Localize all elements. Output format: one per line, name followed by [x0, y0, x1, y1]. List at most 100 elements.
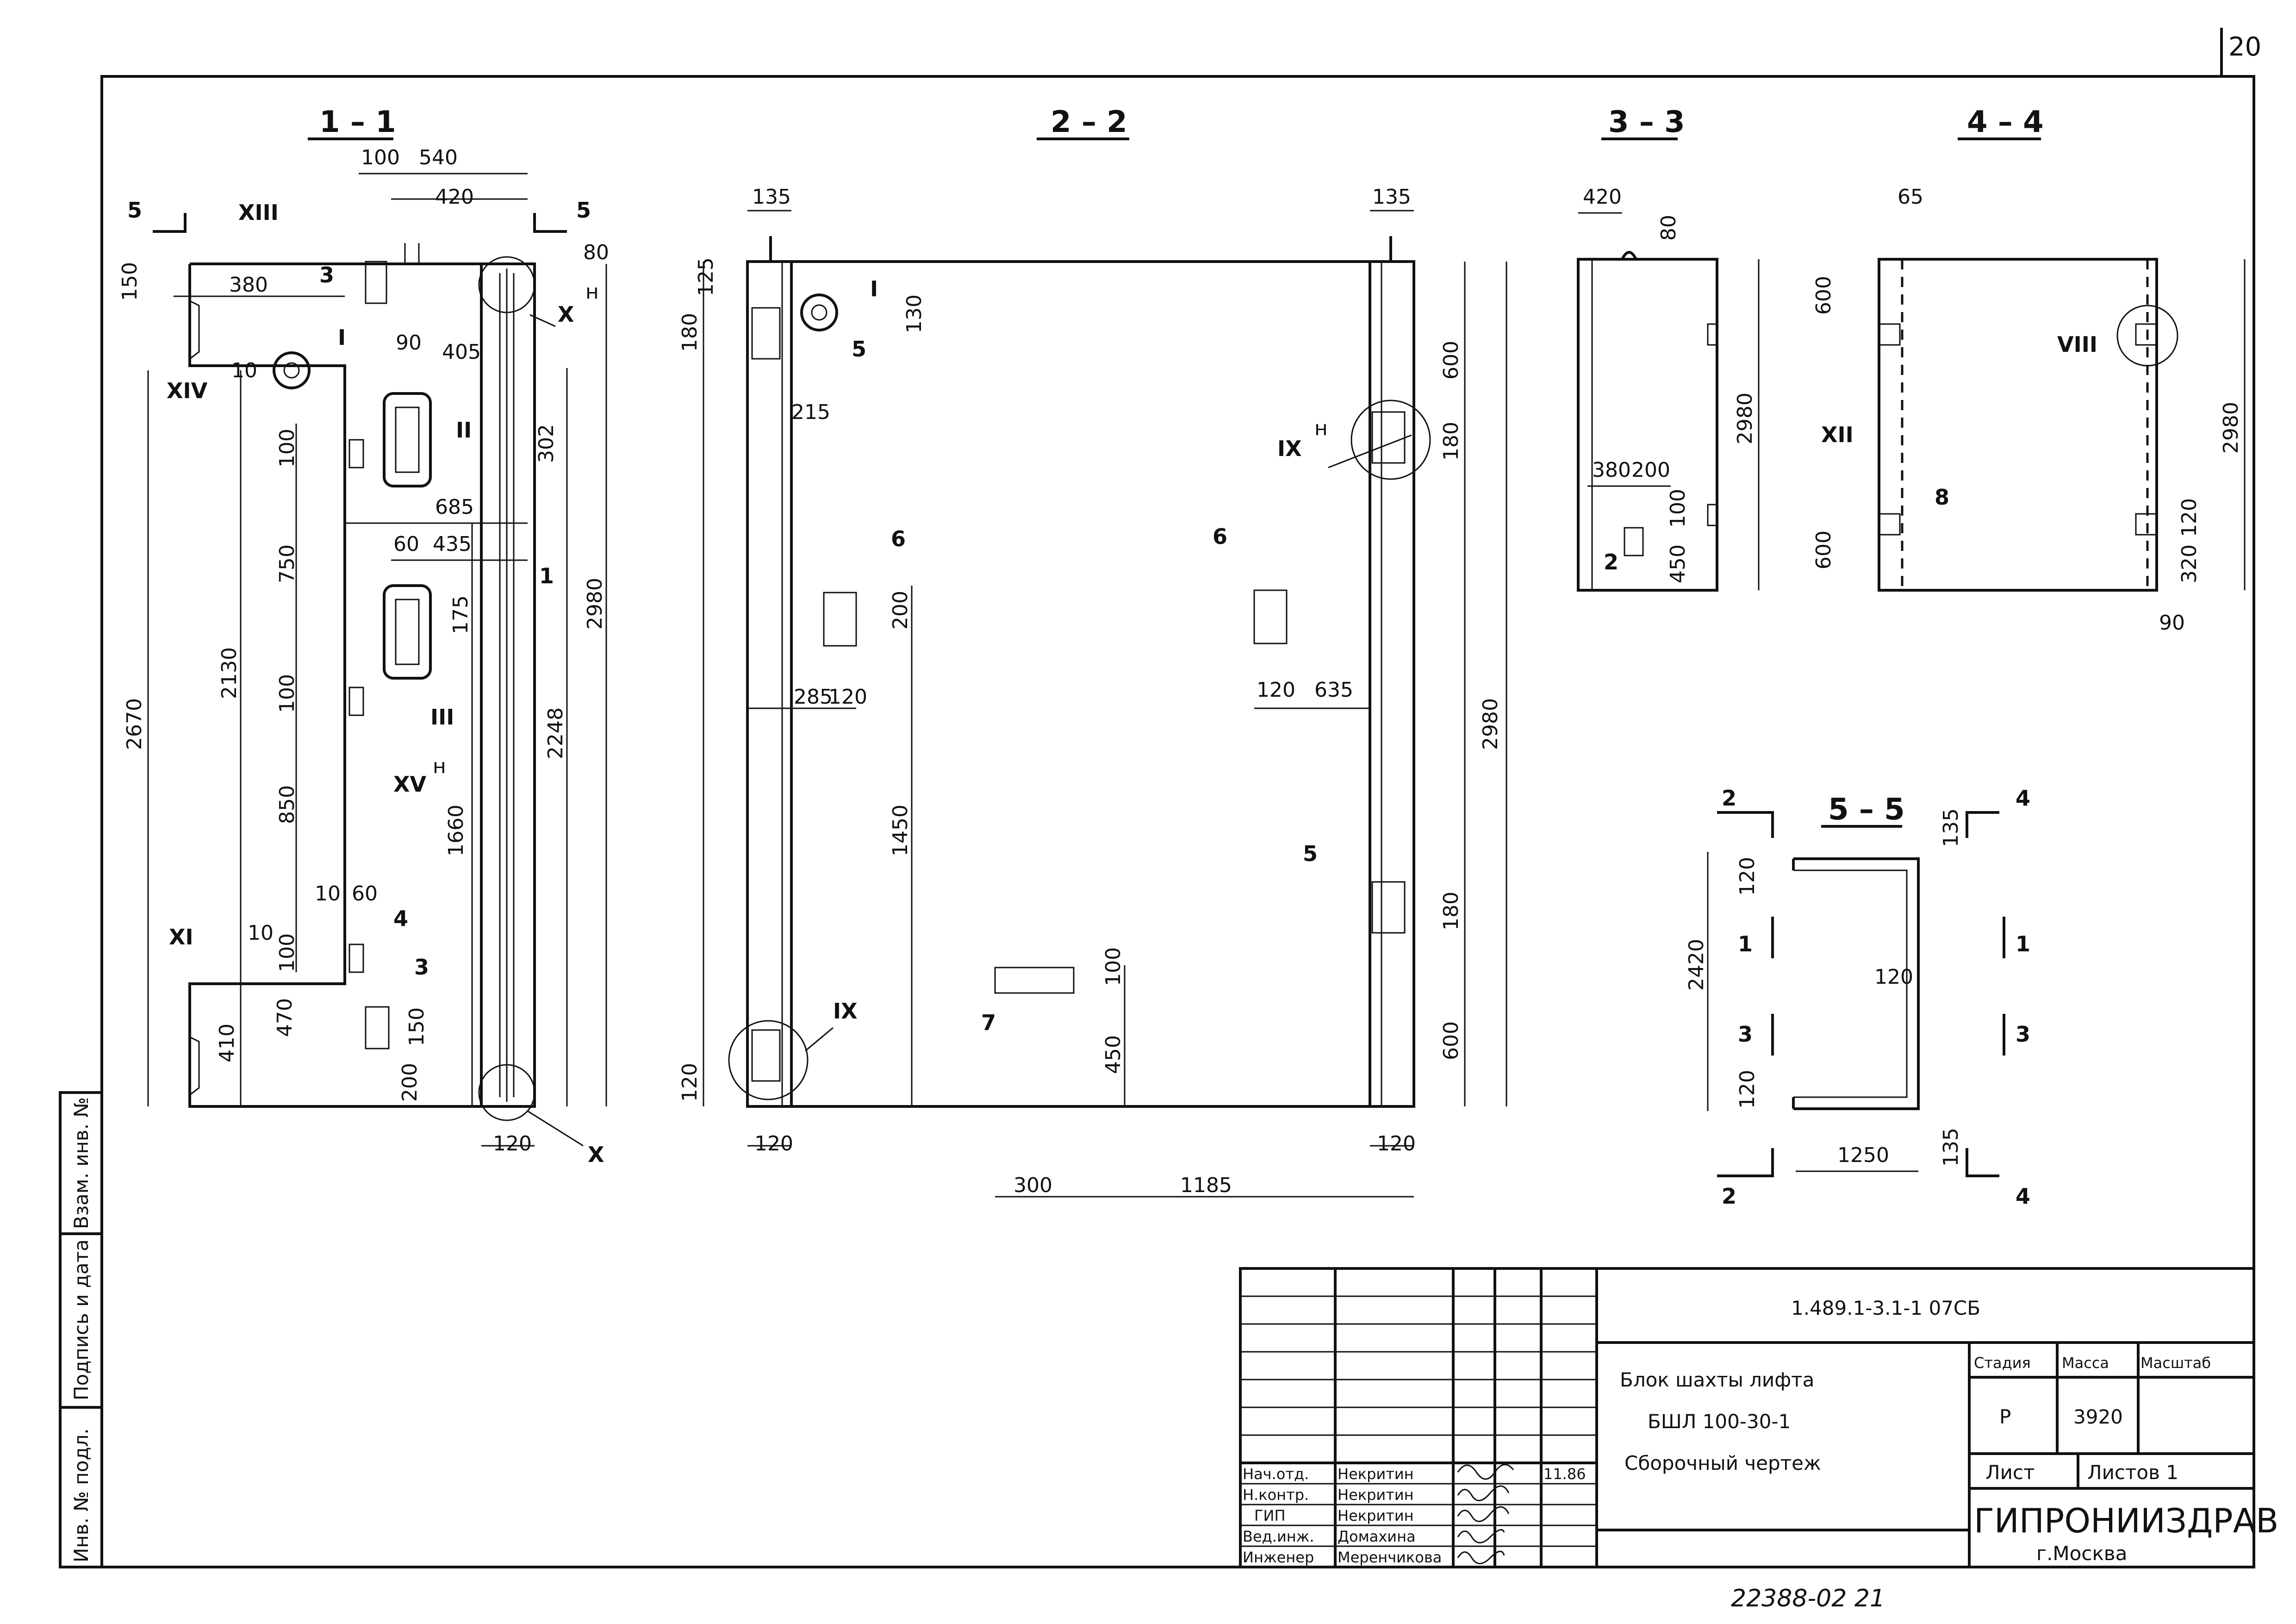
dim: 2670 [123, 698, 146, 750]
section-mark: 3 [1738, 1022, 1753, 1047]
position-mark: 8 [1935, 485, 1949, 510]
dim: 120 [678, 1063, 702, 1102]
node-superscript: н [585, 280, 599, 304]
dim: 685 [435, 495, 474, 519]
staff-name: Меренчикова [1338, 1549, 1442, 1566]
dim: 120 [828, 685, 867, 709]
dim: 302 [535, 424, 558, 463]
node-mark: I [338, 325, 346, 350]
dim: 200 [398, 1063, 422, 1102]
staff-name: Домахина [1338, 1528, 1416, 1545]
mass-header: Масса [2062, 1354, 2109, 1372]
dim: 2980 [583, 578, 607, 630]
position-mark: 3 [414, 955, 429, 980]
dim: 10 [231, 359, 257, 382]
dim: 635 [1314, 678, 1353, 702]
dim: 420 [1583, 185, 1622, 209]
dim: 150 [118, 262, 142, 301]
node-mark: X [588, 1142, 604, 1167]
section-1-1-title: 1 – 1 [319, 105, 396, 139]
dim: 135 [752, 185, 791, 209]
dim: 2980 [1733, 393, 1757, 444]
stage-header: Стадия [1974, 1354, 2031, 1372]
section-mark: 3 [2016, 1022, 2030, 1047]
dim: 100 [361, 146, 400, 169]
section-4-4-title: 4 – 4 [1967, 105, 2044, 139]
staff-role: Инженер [1243, 1549, 1314, 1566]
dim: 320 [2178, 544, 2201, 583]
node-mark: XII [1821, 422, 1854, 447]
dim: 850 [275, 785, 299, 824]
title-block: Нач.отд. Некритин 11.86 Н.контр. Некрити… [1239, 1267, 2278, 1568]
section-5-5: 5 – 5 135 120 2420 120 120 1250 135 2 4 … [1685, 786, 2030, 1209]
staff-date: 11.86 [1543, 1465, 1586, 1483]
section-2-2-title: 2 – 2 [1051, 105, 1127, 139]
dim: 125 [694, 257, 718, 296]
section-2-2: 2 – 2 135 135 125 130 180 [678, 105, 1507, 1198]
section-mark: 4 [2016, 1184, 2030, 1209]
section-mark: 1 [2016, 931, 2030, 956]
signature [1457, 1529, 1505, 1543]
dim: 120 [754, 1132, 793, 1156]
staff-role: Нач.отд. [1243, 1465, 1309, 1483]
dim: 100 [275, 674, 299, 713]
side-stamp: Инв. № подл. Подпись и дата Взам. инв. № [59, 1091, 103, 1568]
section-3-3: 3 – 3 420 80 2980 380 200 100 450 2 [1577, 105, 1760, 592]
dim: 90 [2159, 611, 2185, 635]
dim: 90 [396, 331, 422, 355]
dim: 2420 [1685, 939, 1708, 991]
node-mark: VIII [2057, 332, 2097, 357]
stage-value: Р [1999, 1405, 2011, 1428]
position-mark: 3 [319, 262, 334, 287]
mass-value: 3920 [2073, 1405, 2123, 1428]
dim: 450 [1101, 1035, 1125, 1074]
node-mark: XI [169, 924, 193, 949]
section-4-4: 4 – 4 65 600 2980 600 120 320 90 VIII XI… [1812, 105, 2246, 635]
dim: 420 [435, 185, 474, 209]
signature [1457, 1550, 1505, 1564]
node-mark: I [870, 276, 878, 301]
dim: 150 [405, 1007, 429, 1046]
position-mark: 5 [852, 337, 866, 362]
sheet-header: Лист [1985, 1461, 2035, 1484]
stamp-signature-date: Подпись и дата [70, 1239, 93, 1400]
dim: 600 [1812, 531, 1836, 569]
dim: 450 [1666, 544, 1690, 583]
dim: 435 [433, 532, 472, 556]
dim: 80 [1657, 215, 1680, 241]
section-1-1: 1 – 1 [118, 105, 609, 1167]
dim: 80 [583, 241, 609, 264]
dim: 120 [1736, 1070, 1759, 1109]
dim: 10 [315, 882, 341, 906]
section-mark: 4 [2016, 786, 2030, 811]
dim: 2980 [1479, 698, 1502, 750]
dim: 120 [1377, 1132, 1416, 1156]
dim: 60 [393, 532, 419, 556]
dim: 1185 [1180, 1174, 1232, 1197]
position-mark: 1 [539, 563, 554, 588]
staff-name: Некритин [1338, 1486, 1414, 1504]
signature [1457, 1464, 1514, 1480]
position-mark: 6 [1213, 524, 1227, 549]
dim: 410 [215, 1024, 239, 1062]
organization-name: ГИПРОНИИЗДРАВ [1974, 1501, 2278, 1540]
drawing-name-line2: БШЛ 100-30-1 [1648, 1410, 1791, 1433]
dim: 135 [1939, 1128, 1963, 1167]
dim: 175 [449, 595, 473, 634]
dim: 180 [678, 313, 702, 352]
dim: 215 [791, 400, 830, 424]
dim: 600 [1439, 341, 1463, 380]
dim: 100 [275, 429, 299, 468]
dim: 300 [1014, 1174, 1052, 1197]
drawing-frame [100, 75, 2255, 1568]
dim: 100 [275, 933, 299, 972]
position-mark: 4 [393, 906, 408, 931]
dim: 2248 [544, 707, 567, 759]
dim: 2980 [2219, 402, 2243, 454]
drawing-name-line1: Блок шахты лифта [1620, 1368, 1814, 1391]
staff-name: Некритин [1338, 1465, 1414, 1483]
dim: 750 [275, 544, 299, 583]
dim: 285 [794, 685, 833, 709]
dim: 135 [1372, 185, 1411, 209]
